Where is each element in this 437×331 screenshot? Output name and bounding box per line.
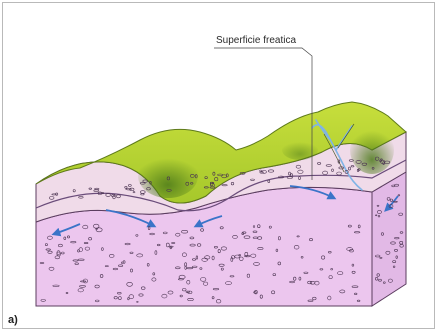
- valley-shadow-mid: [282, 140, 318, 160]
- panel-label: a): [8, 314, 18, 326]
- water-table-label: Superficie freatica: [216, 35, 296, 46]
- valley-shadow-right: [350, 126, 394, 174]
- block-right-face: [372, 172, 406, 306]
